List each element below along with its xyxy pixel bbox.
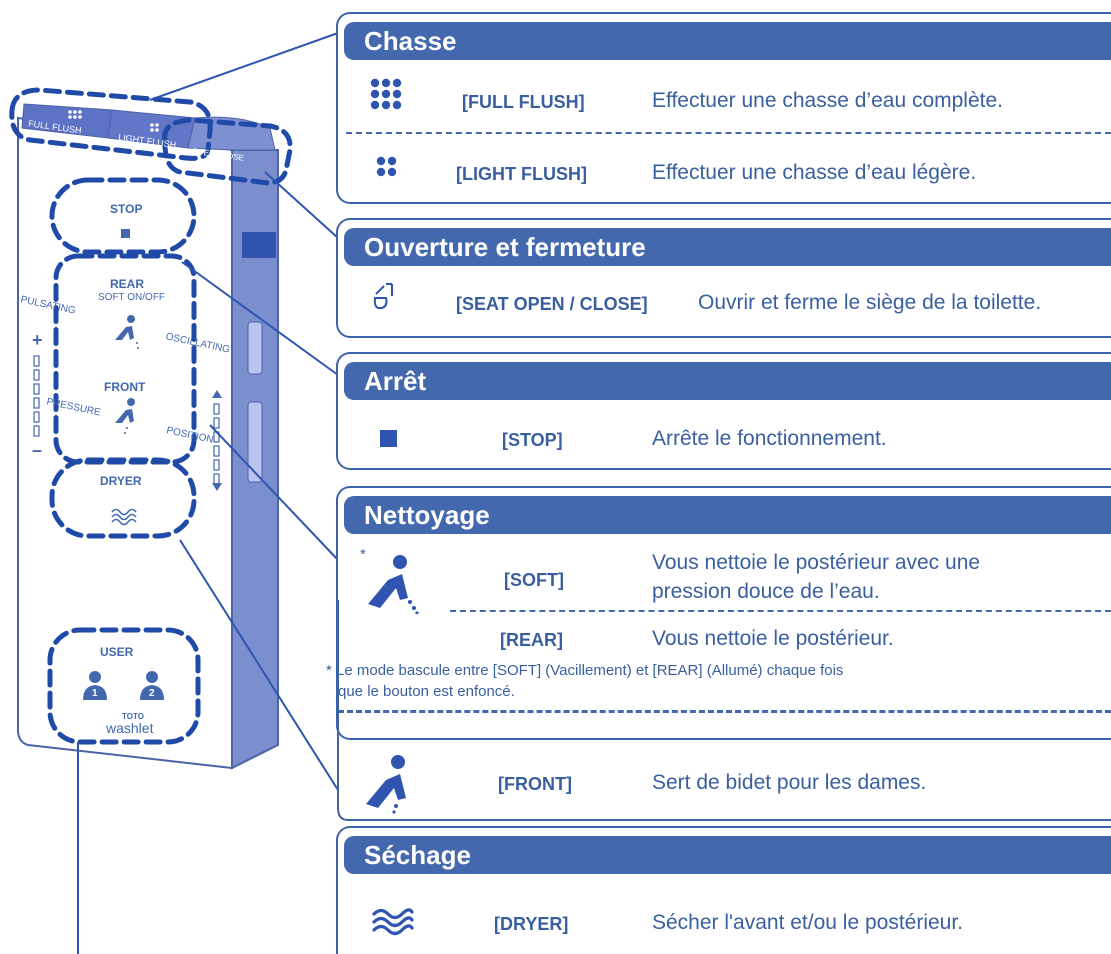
dryer-desc: Sécher l'avant et/ou le postérieur. [652, 911, 964, 934]
section-title: Séchage [344, 836, 1111, 874]
divider [338, 710, 1111, 713]
light-flush-key: [LIGHT FLUSH] [456, 164, 587, 184]
section-title: Nettoyage [344, 496, 1111, 534]
full-flush-icon [370, 78, 402, 110]
front-wash-icon [366, 755, 406, 814]
brand-toto: TOTO [122, 712, 144, 721]
seat-open-close-key: [SEAT OPEN / CLOSE] [456, 294, 648, 314]
rear-key: [REAR] [500, 630, 563, 650]
soft-onoff-label: SOFT ON/OFF [98, 292, 166, 303]
user-label: USER [100, 645, 134, 659]
rear-button-label[interactable]: REAR [110, 277, 145, 291]
section-title: Chasse [344, 22, 1111, 60]
front-button-label[interactable]: FRONT [104, 380, 146, 394]
dryer-icon [372, 908, 414, 936]
remote-body-drawing [9, 32, 339, 954]
soft-desc-line-2: pression douce de l’eau. [652, 580, 880, 603]
user-1-button[interactable]: 1 [92, 688, 98, 699]
section-sechage: Séchage [DRYER] Sécher l'avant et/ou le … [336, 826, 1111, 954]
mode-note-line-1: * Le mode bascule entre [SOFT] (Vacillem… [326, 662, 844, 679]
nettoyage-frame-extension [337, 600, 1111, 821]
section-nettoyage: Nettoyage * [SOFT] Vous nettoie le posté… [326, 486, 1111, 740]
section-title: Arrêt [344, 362, 1111, 400]
stop-desc: Arrête le fonctionnement. [652, 427, 887, 450]
pressure-minus[interactable]: – [32, 440, 43, 460]
dryer-button-label[interactable]: DRYER [100, 474, 142, 488]
pressure-plus[interactable]: + [32, 330, 43, 350]
mode-note-line-2: que le bouton est enfoncé. [338, 683, 515, 700]
light-flush-icon [376, 156, 397, 177]
stop-button-label[interactable]: STOP [110, 202, 143, 216]
full-flush-desc: Effectuer une chasse d’eau complète. [652, 89, 1004, 112]
dryer-key: [DRYER] [494, 914, 569, 934]
section-title: Ouverture et fermeture [344, 228, 1111, 266]
full-flush-key: [FULL FLUSH] [462, 92, 585, 112]
soft-key: [SOFT] [504, 570, 564, 590]
divider [346, 132, 1111, 134]
section-chasse: Chasse [FULL FLUSH] Effectuer une chasse… [336, 12, 1111, 204]
seat-open-close-icon [373, 283, 393, 309]
rear-wash-icon [368, 555, 419, 614]
brand-washlet: washlet [106, 720, 154, 736]
seat-open-close-desc: Ouvrir et ferme le siège de la toilette. [698, 291, 1042, 314]
section-arret: Arrêt [STOP] Arrête le fonctionnement. [336, 352, 1111, 470]
stop-key: [STOP] [502, 430, 563, 450]
stop-icon [380, 430, 397, 447]
front-key: [FRONT] [498, 774, 572, 794]
rear-desc: Vous nettoie le postérieur. [652, 627, 894, 650]
user-2-button[interactable]: 2 [149, 688, 155, 699]
section-ouverture: Ouverture et fermeture [SEAT OPEN / CLOS… [336, 218, 1111, 338]
asterisk-mark: * [360, 546, 366, 563]
divider [450, 610, 1111, 612]
soft-desc-line-1: Vous nettoie le postérieur avec une [652, 551, 981, 574]
front-desc: Sert de bidet pour les dames. [652, 771, 927, 794]
light-flush-desc: Effectuer une chasse d’eau légère. [652, 161, 977, 184]
